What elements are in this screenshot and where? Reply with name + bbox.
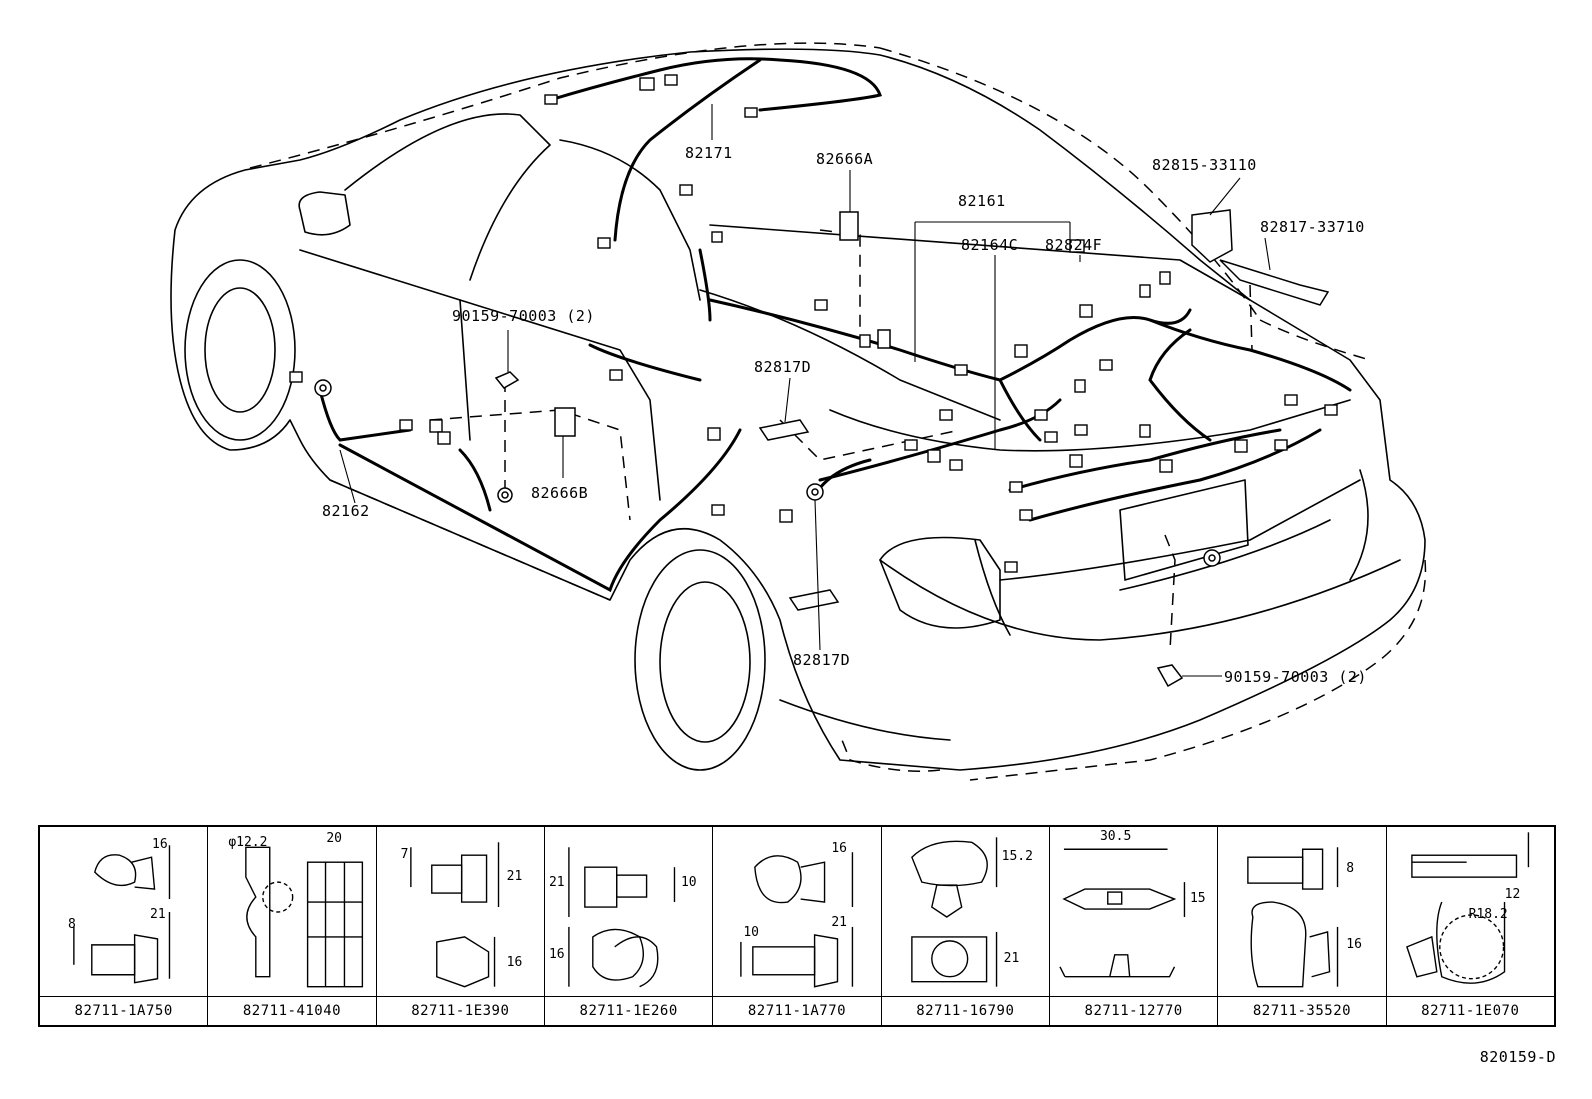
car-body-outline <box>170 48 1426 771</box>
clip-drawing <box>740 852 854 988</box>
part-number-label: 82711-1E070 <box>1386 996 1554 1025</box>
clip-drawing <box>1247 847 1339 988</box>
clip-cell-82711-1A750: 16 8 21 82711-1A750 <box>40 827 209 1025</box>
part-number-label: 82711-35520 <box>1218 996 1386 1025</box>
dim-label: 21 <box>506 869 523 884</box>
part-number-label: 82711-1E260 <box>544 996 713 1025</box>
pad-82666B <box>554 407 576 437</box>
part-number-label: 82711-16790 <box>881 996 1049 1025</box>
clip-drawing <box>409 842 499 988</box>
part-number-label: 82711-12770 <box>1049 996 1218 1025</box>
part-number-label: 82711-41040 <box>208 996 376 1025</box>
callout-82817D-bottom: 82817D <box>793 651 851 669</box>
part-number-label: 82711-1A770 <box>713 996 881 1025</box>
side-mirror <box>298 191 351 236</box>
diagram-code: 820159-D <box>1479 1048 1556 1066</box>
clip-cell-82711-35520: 8 16 82711-35520 <box>1218 827 1387 1025</box>
pad-82817D-top <box>758 419 810 441</box>
dim-label: 8 <box>68 917 76 932</box>
dim-label: φ12.2 <box>228 835 268 850</box>
protector-82817-33710 <box>1219 259 1330 306</box>
callout-82666A: 82666A <box>816 150 874 168</box>
protector-82815 <box>1191 209 1233 263</box>
clip-drawing <box>568 847 676 988</box>
dim-label: 21 <box>831 915 847 930</box>
dim-label: 15.2 <box>1001 849 1033 864</box>
front-wheel <box>634 549 766 771</box>
clip-drawing <box>1405 832 1529 984</box>
callout-90159-70003-left: 90159-70003 (2) <box>452 307 595 325</box>
dim-label: 16 <box>152 837 168 852</box>
dim-label: 15 <box>1189 891 1206 906</box>
clip-drawing <box>245 846 364 988</box>
dim-label: 7 <box>400 847 409 862</box>
dim-label: 16 <box>1346 937 1362 952</box>
callout-82817D-top: 82817D <box>754 358 812 376</box>
callout-90159-70003-right: 90159-70003 (2) <box>1224 668 1367 686</box>
dim-label: 20 <box>326 831 342 846</box>
dim-label: 10 <box>743 925 759 940</box>
license-plate-area <box>1119 479 1249 581</box>
clip-drawing <box>1059 848 1186 978</box>
dim-label: 16 <box>831 841 847 856</box>
callout-82815-33110: 82815-33110 <box>1152 156 1257 174</box>
clip-cell-82711-12770: 30.5 15 82711-12770 <box>1049 827 1219 1025</box>
callout-82164C: 82164C <box>961 236 1019 254</box>
dim-label: 21 <box>150 907 166 922</box>
callout-82666B: 82666B <box>531 484 589 502</box>
callout-82824F: 82824F <box>1045 236 1103 254</box>
clip-cell-82711-1E260: 21 10 16 82711-1E260 <box>544 827 714 1025</box>
dim-label: 21 <box>548 875 565 890</box>
clip-cell-82711-16790: 15.2 21 82711-16790 <box>881 827 1050 1025</box>
dim-label: 16 <box>506 955 523 970</box>
harness-82171 <box>548 57 882 112</box>
dim-label: R18.2 <box>1468 907 1508 922</box>
clip-cell-82711-1A770: 16 10 21 82711-1A770 <box>713 827 882 1025</box>
callout-82162: 82162 <box>322 502 370 520</box>
rear-wheel <box>184 259 296 441</box>
pad-82817D-bottom <box>788 589 840 611</box>
clip-drawing <box>910 837 997 987</box>
dim-label: 30.5 <box>1099 829 1132 844</box>
part-number-label: 82711-1E390 <box>376 996 544 1025</box>
clip-cell-82711-41040: φ12.2 20 82711-41040 <box>208 827 377 1025</box>
dim-label: 16 <box>548 947 565 962</box>
bolt-left <box>494 371 520 389</box>
callout-82817-33710: 82817-33710 <box>1260 218 1365 236</box>
part-number-label: 82711-1A750 <box>40 996 208 1025</box>
callout-82171: 82171 <box>685 144 733 162</box>
clip-drawing <box>73 845 171 984</box>
clip-reference-table: 16 8 21 82711-1A750 φ12.2 20 82711-41040 <box>38 825 1556 1027</box>
dim-label: 21 <box>1003 951 1020 966</box>
clip-cell-82711-1E390: 7 21 16 82711-1E390 <box>376 827 545 1025</box>
bolt-right <box>1156 664 1184 688</box>
dim-label: 8 <box>1346 861 1355 876</box>
dim-label: 12 <box>1504 887 1521 902</box>
dim-label: 10 <box>680 875 697 890</box>
pad-82666A <box>839 211 859 241</box>
clip-cell-82711-1E070: 12 R18.2 82711-1E070 <box>1386 827 1554 1025</box>
callout-82161: 82161 <box>958 192 1006 210</box>
harness-82162 <box>318 388 742 593</box>
